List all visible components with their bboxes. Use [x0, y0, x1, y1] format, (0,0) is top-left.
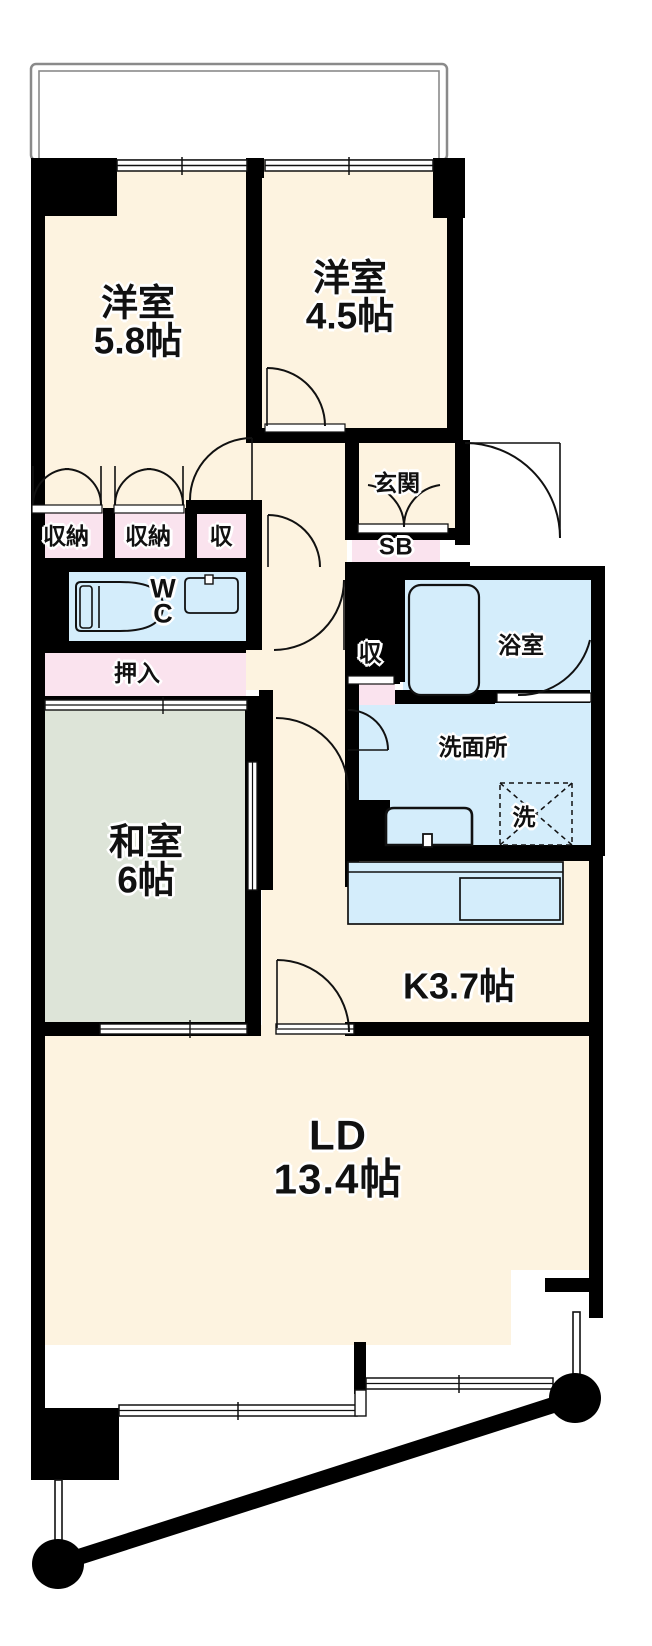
- wall-ld-bottom-div: [354, 1342, 366, 1394]
- room-fills: [31, 160, 602, 1345]
- wall-c4-right: [390, 618, 402, 682]
- wall-c4-top: [345, 618, 400, 632]
- balcony-top: [29, 62, 449, 162]
- kitchen-corridor-fill: [262, 700, 352, 1030]
- kitchen-sink-fixture: [459, 877, 561, 921]
- sliding-door-kitchen-ld: [275, 1023, 355, 1035]
- bedroom-north-fill: [262, 160, 447, 440]
- wall-kitchen-bottom: [345, 1022, 513, 1036]
- wall-ld-right: [589, 1022, 603, 1292]
- wall-outer-left-lower: [31, 1340, 45, 1420]
- wall-bath-right: [591, 566, 605, 856]
- wall-genkan-right: [455, 440, 470, 545]
- wall-closets-bottom: [31, 558, 246, 572]
- door-arc-bedroom-north: [266, 367, 326, 427]
- balcony-rail: [32, 1311, 601, 1589]
- closet-2-door: [113, 504, 185, 514]
- rail-post-right: [549, 1373, 601, 1423]
- wall-kitchen-right: [589, 845, 603, 1035]
- door-arc-washroom: [347, 709, 389, 751]
- closet-2-fill: [113, 512, 185, 560]
- wall-wc-bottom: [31, 641, 246, 653]
- oshiire-fill: [31, 645, 246, 700]
- closet-4b-fill: [348, 683, 395, 705]
- window-bedroom-north-top: [264, 157, 434, 175]
- door-arc-washitsu: [275, 717, 349, 791]
- sliding-door-oshiire: [44, 697, 248, 714]
- windows: [31, 157, 592, 1420]
- wall-wc-right: [246, 500, 262, 650]
- ld-fill-right: [31, 1025, 601, 1270]
- hand-basin-fixture: [184, 574, 239, 614]
- bathtub-fixture: [407, 583, 481, 697]
- closet-4-door: [347, 675, 395, 685]
- window-ld-vertical: [354, 1389, 367, 1417]
- genkan-fill: [352, 442, 460, 532]
- bedroom-north-door-sill: [264, 423, 346, 433]
- wall-corridor-left: [259, 690, 273, 890]
- wall-hall-right-upper: [345, 440, 359, 540]
- door-arc-hall-lower: [267, 514, 321, 568]
- door-arc-genkan-b: [402, 484, 441, 528]
- wall-block-tl: [31, 158, 117, 216]
- closet-1-door: [31, 504, 103, 514]
- toilet-fixture: [75, 581, 165, 632]
- wall-washroom-left-blk: [345, 800, 390, 852]
- wall-ld-notch: [545, 1278, 603, 1292]
- door-arc-kitchen: [276, 959, 350, 1033]
- sliding-door-washitsu-ld: [99, 1020, 248, 1038]
- rail-bar: [57, 1390, 578, 1571]
- door-swings: [32, 367, 591, 1033]
- rail-post-left: [32, 1539, 84, 1589]
- closet-3-fill: [196, 512, 246, 560]
- sliding-door-washitsu-right: [247, 761, 258, 891]
- wall-kitchen-bottom-r: [513, 1022, 603, 1036]
- wall-wc-left: [31, 558, 69, 648]
- door-arc-bath: [517, 639, 591, 697]
- wall-bedroom-north-right: [447, 158, 463, 443]
- bath-door-sill: [496, 692, 592, 703]
- kitchen-counter-fixture: [347, 861, 564, 925]
- washing-machine-space: [499, 782, 573, 846]
- window-ld-bottom-left: [118, 1402, 358, 1420]
- door-arc-corridor: [273, 579, 345, 651]
- vanity-sink-fixture: [384, 806, 474, 848]
- wall-ld-notch-v: [589, 1278, 603, 1318]
- wall-bath-top: [395, 566, 605, 580]
- wall-closet-top-strip: [186, 500, 246, 514]
- wall-closet-div-2: [185, 508, 197, 562]
- walls: [31, 158, 605, 1480]
- wall-outer-left: [31, 160, 45, 1350]
- window-bedroom-west-top: [116, 157, 248, 175]
- wall-block-bl: [31, 1408, 119, 1480]
- wall-closet-div-1: [103, 508, 115, 562]
- wall-bedroom-partition: [246, 158, 262, 443]
- window-ld-bottom-right: [365, 1375, 554, 1393]
- door-arc-entry: [464, 442, 561, 539]
- wall-washroom-bottom: [345, 845, 603, 861]
- door-arc-bedroom-west: [189, 437, 253, 501]
- hallway-fill-2: [262, 430, 347, 720]
- washitsu-fill: [31, 705, 259, 1025]
